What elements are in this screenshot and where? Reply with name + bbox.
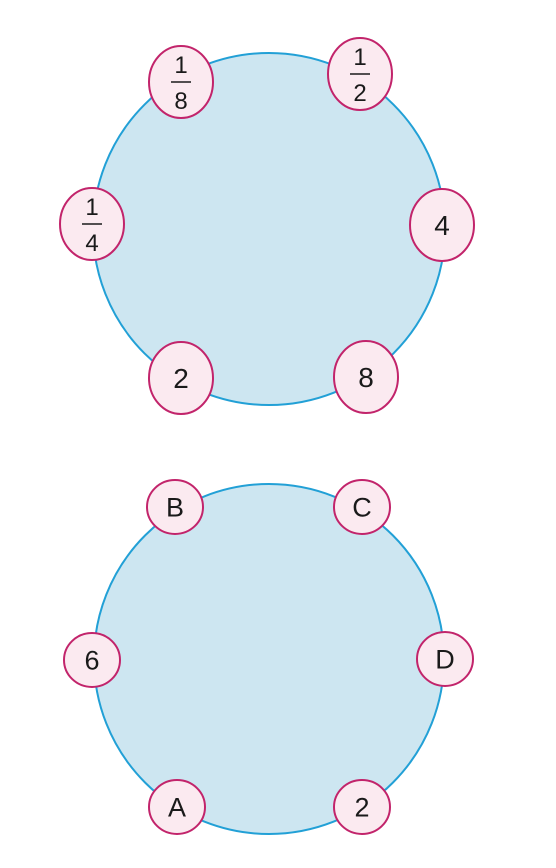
node-bubble — [333, 479, 391, 535]
ring-node: A — [148, 779, 206, 835]
fraction-numerator: 1 — [353, 44, 366, 71]
node-label: 2 — [173, 363, 189, 394]
node-label: C — [352, 493, 372, 523]
node-bubble — [148, 779, 206, 835]
ring-node: B — [146, 479, 204, 535]
node-label: 6 — [84, 646, 99, 676]
node-bubble — [148, 341, 214, 415]
fraction-numerator: 1 — [85, 194, 98, 221]
ring-node: 2 — [333, 779, 391, 835]
ring-diagram-2: B C 6 D A 2 — [63, 479, 474, 835]
node-label: 4 — [434, 210, 450, 241]
node-bubble — [409, 188, 475, 262]
ring-circle — [92, 52, 446, 406]
ring-node: 6 — [63, 632, 121, 688]
ring-node: C — [333, 479, 391, 535]
ring-circle — [93, 483, 445, 835]
ring-node: 8 — [333, 340, 399, 414]
node-bubble — [146, 479, 204, 535]
node-bubble — [333, 340, 399, 414]
fraction-denominator: 4 — [85, 230, 98, 257]
node-label: A — [168, 793, 186, 823]
node-bubble — [333, 779, 391, 835]
ring-node: 12 — [327, 37, 393, 111]
fraction-numerator: 1 — [174, 52, 187, 79]
node-bubble — [416, 631, 474, 687]
ring-node: 4 — [409, 188, 475, 262]
ring-node: 14 — [59, 187, 125, 261]
node-label: D — [435, 645, 455, 675]
fraction-denominator: 8 — [174, 88, 187, 115]
ring-node: 18 — [148, 45, 214, 119]
ring-node: D — [416, 631, 474, 687]
node-label: B — [166, 493, 184, 523]
fraction-denominator: 2 — [353, 80, 366, 107]
node-label: 8 — [358, 362, 374, 393]
node-bubble — [63, 632, 121, 688]
node-label: 2 — [354, 793, 369, 823]
ring-node: 2 — [148, 341, 214, 415]
